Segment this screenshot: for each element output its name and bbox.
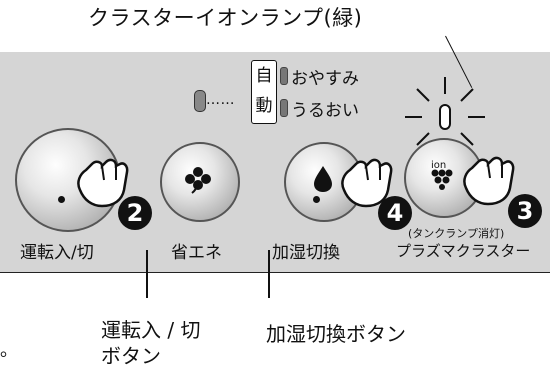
- ion-text: ion: [431, 160, 447, 171]
- power-button-label: 運転入/切: [20, 243, 94, 263]
- uruoi-lamp: [280, 99, 288, 117]
- oyasumi-label: おやすみ: [291, 69, 359, 89]
- humidify-callout: 加湿切換ボタン: [266, 322, 406, 346]
- power-callout-line: [146, 250, 148, 298]
- auto-indicator-lamp: [194, 90, 206, 112]
- humidify-button-dot: [313, 196, 320, 203]
- oyasumi-lamp: [280, 67, 288, 85]
- uruoi-label: うるおい: [291, 101, 359, 121]
- humidify-button-label: 加湿切換: [272, 243, 340, 263]
- auto-char-1: 自: [255, 66, 273, 86]
- pointing-hand-icon: [463, 156, 515, 206]
- panel-bottom-edge: [0, 272, 550, 273]
- badge-3: 3: [508, 194, 542, 228]
- clover-icon: [185, 167, 211, 194]
- water-drop-icon: [314, 166, 332, 192]
- power-callout-line1: 運転入 / 切: [101, 318, 201, 342]
- eco-button-label: 省エネ: [171, 243, 222, 263]
- badge-4: 4: [378, 196, 412, 230]
- plasma-cluster-label: プラズマクラスター: [396, 242, 531, 260]
- power-callout-line2: ボタン: [101, 344, 161, 368]
- badge-2: 2: [118, 196, 152, 230]
- pointing-hand-icon: [77, 158, 129, 208]
- tank-lamp-off-label: (タンクランプ消灯): [408, 227, 505, 240]
- cluster-ion-lamp-title: クラスターイオンランプ(緑): [88, 6, 363, 30]
- power-button-dot: [58, 196, 65, 203]
- grape-cluster-icon: [431, 169, 453, 190]
- lamp-glow-icon: [405, 77, 485, 157]
- cut-off-text: 。: [0, 340, 18, 361]
- auto-char-2: 動: [255, 96, 273, 116]
- pointing-hand-icon: [341, 158, 393, 208]
- dotted-leader: ……: [206, 92, 235, 108]
- auto-mode-box: 自 動: [251, 60, 277, 124]
- humidify-callout-line: [268, 250, 270, 298]
